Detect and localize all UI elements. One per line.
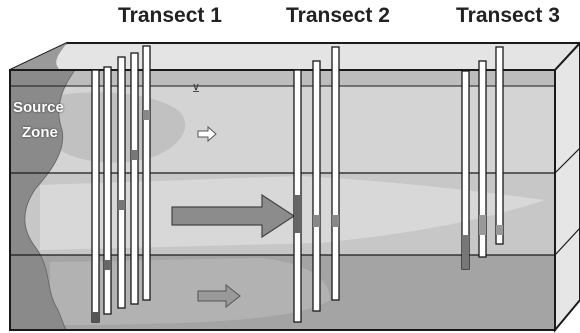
flow-arrow-middle [171, 193, 296, 239]
well-screen [143, 110, 150, 120]
well [103, 66, 112, 315]
block-right-face [554, 41, 580, 333]
transect-3-label: Transect 3 [456, 4, 560, 27]
well-screen [462, 235, 469, 269]
well-screen [118, 200, 125, 210]
well-screen [332, 215, 339, 227]
flow-arrow-upper [197, 125, 217, 143]
well-screen [104, 260, 111, 270]
source-zone-label-line1: Source [13, 99, 64, 116]
source-zone-region [9, 69, 76, 331]
source-zone-label-line2: Zone [22, 124, 58, 141]
well-screen [313, 215, 320, 227]
right-boundary-2 [554, 227, 580, 256]
middle-plume [40, 176, 545, 250]
well-screen [294, 195, 301, 233]
transect-2-label: Transect 2 [286, 4, 390, 27]
right-boundary-1 [554, 147, 580, 174]
well-screen [479, 215, 486, 235]
well [91, 69, 100, 323]
well [331, 46, 340, 301]
flow-arrow-lower [197, 283, 241, 309]
block-front-outline [9, 69, 556, 331]
block-top-face [9, 42, 580, 71]
well [312, 60, 321, 312]
well [117, 56, 126, 309]
transect-1-label: Transect 1 [118, 4, 222, 27]
transect-3-wells [461, 46, 504, 270]
transect-1-wells [91, 45, 151, 323]
well [142, 45, 151, 301]
well-screen [92, 312, 99, 322]
well-screen [496, 225, 503, 235]
transect-2-wells [293, 46, 340, 323]
well [495, 46, 504, 245]
well-screen [131, 150, 138, 160]
water-table-symbol: ⊻ [192, 82, 200, 95]
source-zone-top [10, 43, 67, 70]
well [130, 52, 139, 305]
well [478, 60, 487, 258]
